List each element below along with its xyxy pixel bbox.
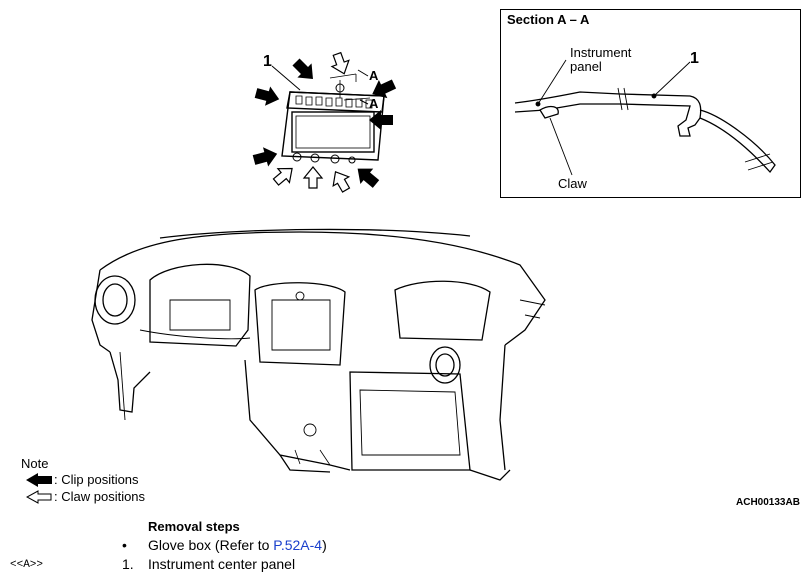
claw-label: Claw: [558, 176, 588, 191]
center-panel-illustration: [281, 73, 385, 164]
clip-legend-label: : Clip positions: [54, 472, 139, 487]
section-a-a-frame: [500, 9, 801, 198]
section-leaders: [537, 59, 691, 176]
panel-label: panel: [570, 59, 602, 74]
section-letter-a-bottom: A: [369, 96, 379, 111]
leader-lines: [271, 65, 369, 105]
step-marker-number: 1.: [122, 556, 134, 572]
removal-steps-title: Removal steps: [148, 519, 240, 534]
figure-code: ACH00133AB: [736, 497, 800, 508]
instrument-label: Instrument: [570, 45, 632, 60]
section-callout-1: 1: [690, 50, 699, 67]
step-instrument-center-panel: Instrument center panel: [148, 556, 296, 572]
claw-arrow-icon: [26, 489, 52, 504]
dashboard-illustration: [91, 228, 546, 481]
section-title: Section A – A: [507, 12, 590, 27]
claw-legend-label: : Claw positions: [54, 489, 146, 504]
section-illustration: [514, 87, 776, 174]
step-marker-bullet: •: [122, 537, 127, 553]
legend-clip: : Clip positions: [26, 472, 139, 487]
note-title: Note: [21, 456, 49, 471]
step-reference-mark: <<A>>: [10, 559, 44, 571]
step-glove-box: Glove box (Refer to P.52A-4): [148, 537, 327, 553]
section-letter-a-top: A: [369, 68, 379, 83]
legend-claw: : Claw positions: [26, 489, 145, 504]
page-reference-link[interactable]: P.52A-4: [273, 537, 323, 553]
clip-arrow-icon: [26, 472, 52, 487]
step-suffix: ): [322, 537, 327, 553]
step-text: Glove box (Refer to: [148, 537, 274, 553]
item-callout-1: 1: [263, 53, 272, 70]
